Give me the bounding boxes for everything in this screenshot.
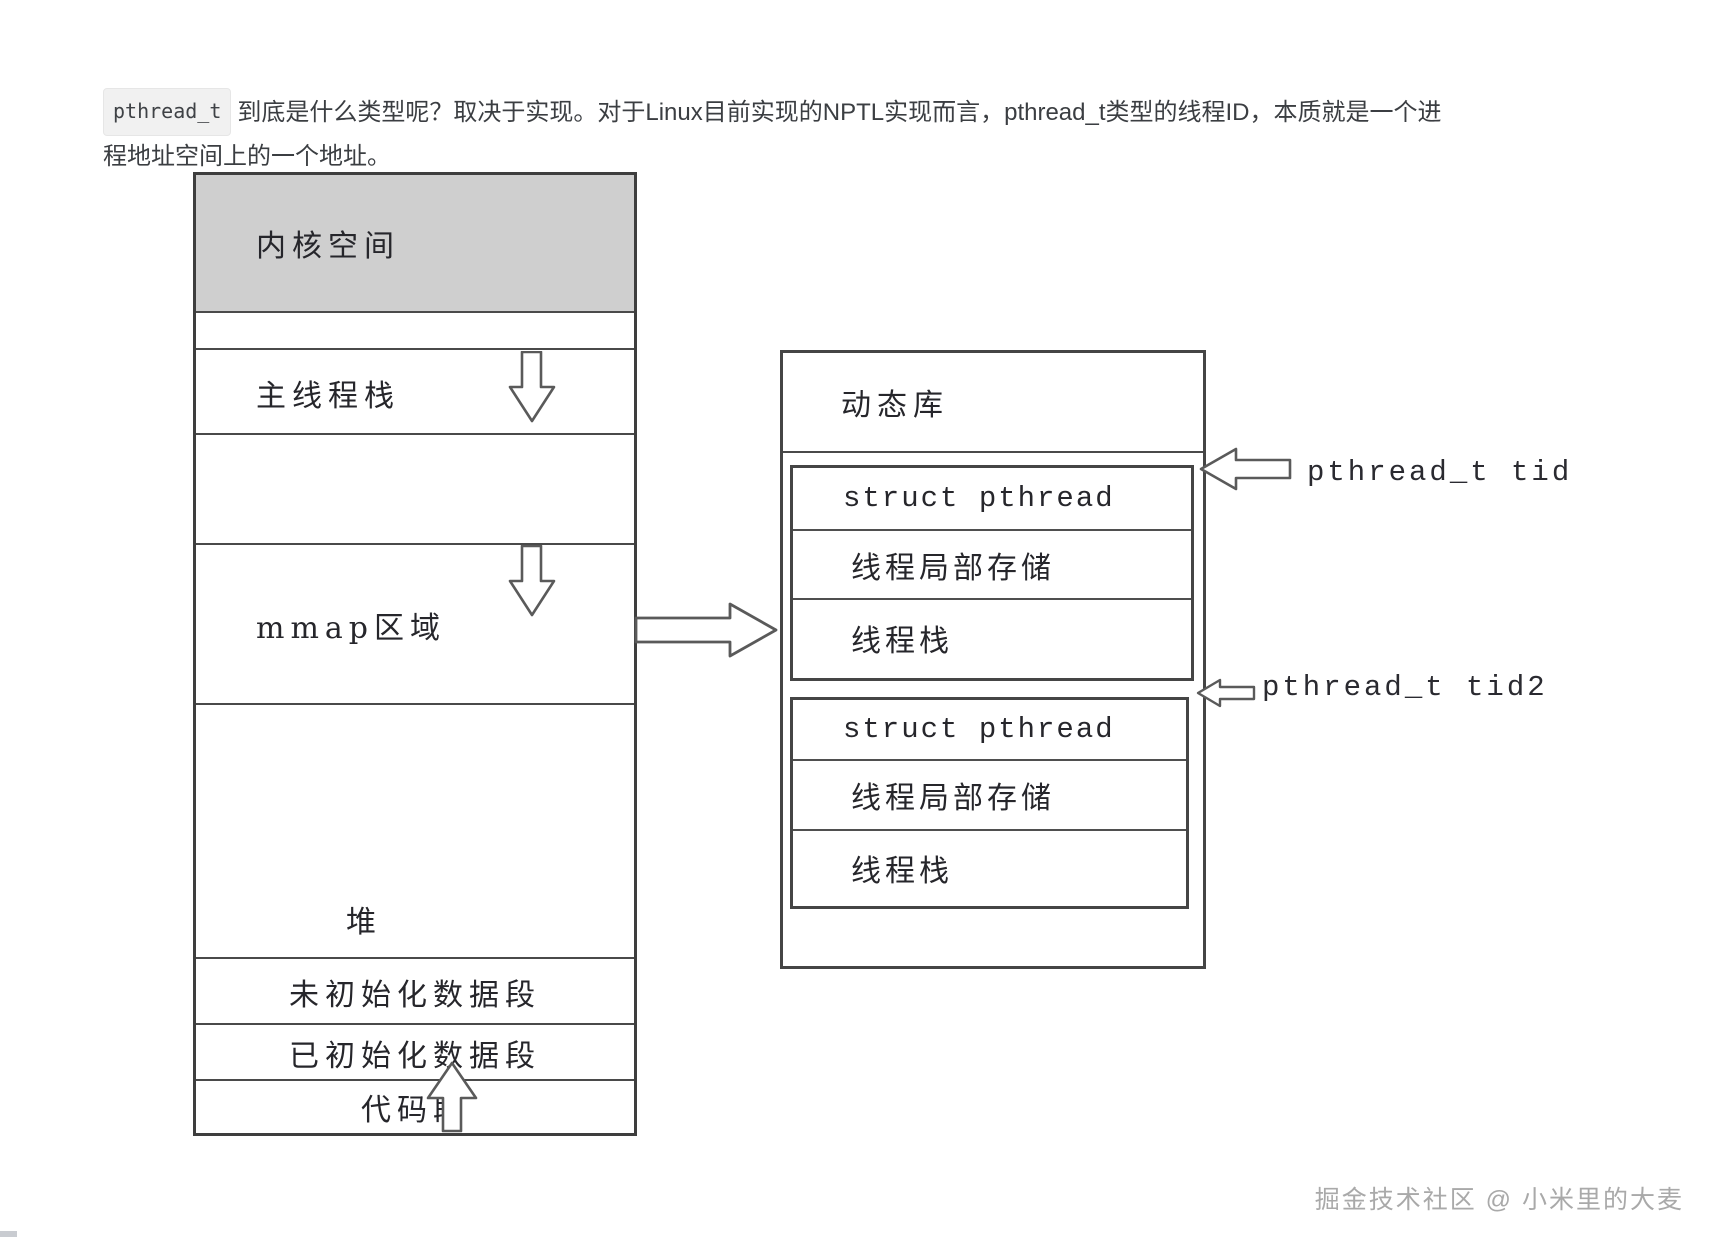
left-arrow-icon xyxy=(1198,446,1294,492)
uninitialized-data-label: 未初始化数据段 xyxy=(289,978,541,1013)
segment-kernel-space: 内核空间 xyxy=(196,175,634,313)
initialized-data-label: 已初始化数据段 xyxy=(289,1039,541,1074)
segment-heap: 堆 xyxy=(196,707,634,959)
mmap-area-label: mmap区域 xyxy=(256,611,446,646)
left-arrow-icon xyxy=(1196,677,1257,709)
dynamic-library-box: 动态库 struct pthread 线程局部存储 线程栈 struct pth… xyxy=(780,350,1206,969)
segment-uninitialized-data: 未初始化数据段 xyxy=(196,961,634,1025)
inline-code-pthread-t: pthread_t xyxy=(103,88,232,136)
thread-local-storage-label: 线程局部存储 xyxy=(851,781,1055,816)
main-thread-stack-label: 主线程栈 xyxy=(256,378,400,414)
kernel-space-label: 内核空间 xyxy=(256,229,400,264)
process-address-space-box: 内核空间 主线程栈 mmap区域 堆 未初始化数据段 已初始化数据段 代码段 xyxy=(193,172,637,1136)
thread-stack-label: 线程栈 xyxy=(851,853,953,889)
thread-block-1: struct pthread 线程局部存储 线程栈 xyxy=(790,465,1194,681)
down-arrow-icon xyxy=(508,545,556,617)
pthread-t-tid-label: pthread_t tid xyxy=(1307,456,1573,489)
dynamic-library-label: 动态库 xyxy=(841,388,949,423)
thread-stack-label: 线程栈 xyxy=(851,624,953,659)
struct-pthread-label: struct pthread xyxy=(843,482,1115,515)
thread-local-storage-row: 线程局部存储 xyxy=(793,761,1186,831)
heap-label: 堆 xyxy=(346,905,382,940)
segment-code: 代码段 xyxy=(196,1083,634,1130)
segment-empty-strip xyxy=(196,315,634,350)
segment-mmap-area: mmap区域 xyxy=(196,547,634,705)
right-arrow-icon xyxy=(634,600,779,660)
segment-empty-gap xyxy=(196,437,634,545)
struct-pthread-label: struct pthread xyxy=(843,713,1115,746)
thread-local-storage-row: 线程局部存储 xyxy=(793,531,1191,600)
intro-text: 到底是什么类型呢？取决于实现。对于Linux目前实现的NPTL实现而言，pthr… xyxy=(103,99,1442,170)
down-arrow-icon xyxy=(508,351,556,423)
struct-pthread-row: struct pthread xyxy=(793,468,1191,531)
clipped-edge-fragment xyxy=(0,1231,17,1237)
pthread-t-tid2-label: pthread_t tid2 xyxy=(1262,671,1548,704)
thread-stack-row: 线程栈 xyxy=(793,600,1191,676)
thread-block-2: struct pthread 线程局部存储 线程栈 xyxy=(790,697,1189,909)
struct-pthread-row: struct pthread xyxy=(793,700,1186,761)
dynamic-library-header: 动态库 xyxy=(783,353,1203,453)
up-arrow-icon xyxy=(424,1061,480,1133)
segment-main-thread-stack: 主线程栈 xyxy=(196,352,634,435)
segment-initialized-data: 已初始化数据段 xyxy=(196,1027,634,1081)
thread-stack-row: 线程栈 xyxy=(793,831,1186,904)
watermark: 掘金技术社区 @ 小米里的大麦 xyxy=(1314,1186,1684,1214)
thread-local-storage-label: 线程局部存储 xyxy=(851,550,1055,586)
